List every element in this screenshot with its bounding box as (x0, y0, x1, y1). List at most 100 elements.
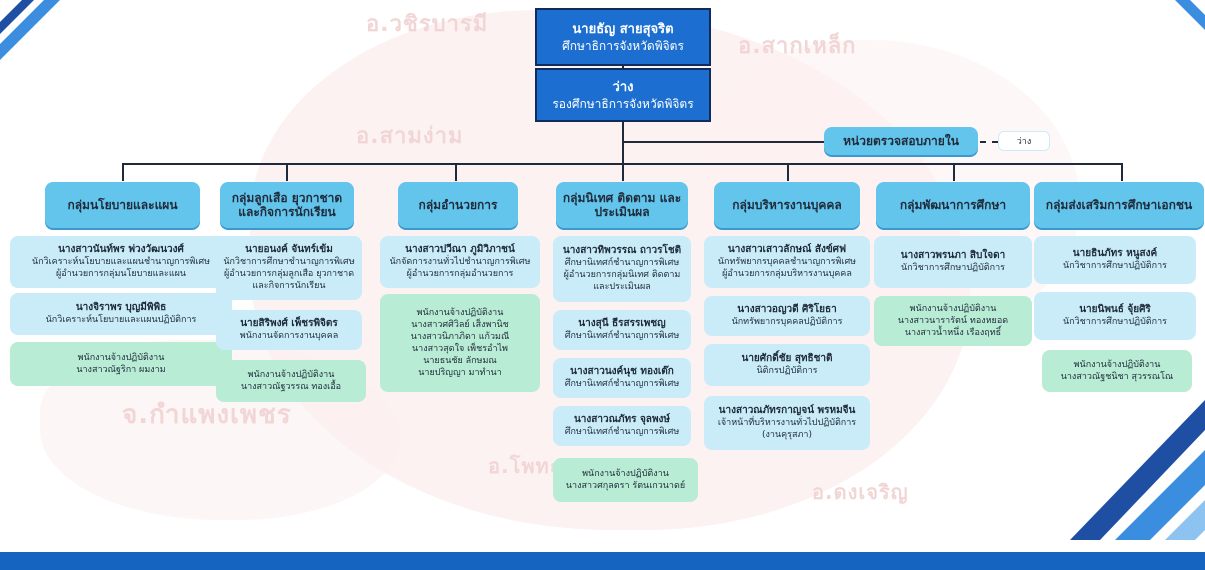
member-name: นางสาวปวีณา ภูมิวิภาชน์ (405, 244, 515, 255)
member-card: นางสาวเสาวลักษณ์ สังข์ศฟ นักทรัพยากรบุคค… (704, 236, 870, 288)
member-card: นายนิพนธ์ จุ้ยศิริ นักวิชาการศึกษาปฏิบัต… (1034, 292, 1196, 340)
contract-staff-card: พนักงานจ้างปฏิบัติงาน นางสาวนารารัตน์ ทอ… (874, 296, 1032, 346)
director-name: นายธัญ สายสุจริต (572, 21, 674, 37)
group-header-supervision: กลุ่มนิเทศ ติดตาม และประเมินผล (556, 182, 688, 228)
member-name: นางสาวณภัทรกาญจน์ พรหมจีน (718, 405, 856, 416)
connector-audit-vacant-dashed (980, 141, 998, 143)
member-name: นางสาวนันท์พร พ่วงวัฒนวงศ์ (58, 244, 184, 255)
watermark-sakalek: อ.สากเหล็ก (738, 34, 857, 59)
member-position: พนักงานจัดการงานบุคคล (239, 331, 339, 341)
group-header-label: กลุ่มนิเทศ ติดตาม และประเมินผล (562, 191, 682, 219)
member-card: นางสาวนงค์นุช ทองเต๊ก ศึกษานิเทศก์ชำนาญก… (553, 358, 691, 398)
member-card: นางสาวณภัทร จุลพงษ์ ศึกษานิเทศก์ชำนาญการ… (553, 406, 691, 446)
watermark-dongcharoen: อ.ดงเจริญ (812, 480, 909, 504)
member-position: ผู้อำนวยการกลุ่มอำนวยการ (406, 269, 514, 279)
member-name: นางสุนี ธีรสรรเพชญ (578, 318, 666, 329)
member-position: ผู้อำนวยการกลุ่มนโยบายและแผน (55, 269, 187, 279)
group-header-label: กลุ่มพัฒนาการศึกษา (899, 198, 1007, 212)
group-header-label: กลุ่มส่งเสริมการศึกษาเอกชน (1045, 198, 1193, 212)
contract-line: นางสาวนิภาภิดา แก้วมณี (410, 332, 510, 342)
contract-line: พนักงานจ้างปฏิบัติงาน (416, 308, 504, 318)
connector-audit (622, 141, 824, 143)
member-card: นางสาวทิพวรรณ ถาวรโชติ ศึกษานิเทศก์ชำนาญ… (553, 236, 691, 302)
member-card: นางสุนี ธีรสรรเพชญ ศึกษานิเทศก์ชำนาญการพ… (553, 310, 691, 350)
contract-staff-card: พนักงานจ้างปฏิบัติงาน นางสาวศกุลตรา รัตน… (553, 458, 698, 502)
contract-line: นางสาวน้ำหนึ่ง เรืองฤทธิ์ (904, 328, 1002, 338)
member-position: นิติกรปฏิบัติการ (756, 366, 818, 376)
contract-line: นางสาวณัฐชนิชา สุวรรณโณ (1060, 372, 1174, 382)
deputy-title: รองศึกษาธิการจังหวัดพิจิตร (552, 96, 694, 111)
member-position: (งานคุรุสภา) (762, 430, 812, 440)
decor-stripes-top-right (1175, 0, 1205, 30)
member-position: นักวิชาการศึกษาปฏิบัติการ (1063, 317, 1167, 327)
member-name: นางสาวเสาวลักษณ์ สังข์ศฟ (727, 244, 847, 255)
contract-line: นางสาวศศิวิลย์ เส็งพานิช (411, 320, 509, 330)
watermark-vachirabarami: อ.วชิรบารมี (366, 12, 489, 37)
contract-line: นายปริญญา มาทำนา (418, 368, 502, 378)
watermark-photale: อ.โพทะ (488, 454, 562, 478)
contract-staff-card: พนักงานจ้างปฏิบัติงาน นางสาวณัฐริกา ผมงา… (10, 342, 232, 386)
member-position: นักวิชาการศึกษาชำนาญการพิเศษ (223, 257, 355, 267)
contract-line: พนักงานจ้างปฏิบัติงาน (247, 370, 335, 380)
group-header-development: กลุ่มพัฒนาการศึกษา (876, 182, 1030, 228)
member-card: นางสาวอญวดี ศิริโยธา นักทรัพยากรบุคคลปฏิ… (704, 296, 870, 336)
contract-line: พนักงานจ้างปฏิบัติงาน (1073, 360, 1161, 370)
member-name: นายนิพนธ์ จุ้ยศิริ (1079, 304, 1151, 315)
member-position: นักวิชาการศึกษาปฏิบัติการ (1063, 261, 1167, 271)
member-position: นักทรัพยากรบุคคลปฏิบัติการ (731, 317, 843, 327)
member-position: ศึกษานิเทศก์ชำนาญการพิเศษ (564, 379, 680, 389)
member-position: นักจัดการงานทั่วไปชำนาญการพิเศษ (389, 257, 531, 267)
decor-stripes-bottom-right (1070, 400, 1205, 540)
member-card: นายสิริพงศ์ เพ็ชรพิจิตร พนักงานจัดการงาน… (216, 310, 362, 350)
connector-drop (455, 163, 457, 181)
member-name: นางสาวทิพวรรณ ถาวรโชติ (562, 245, 682, 256)
member-position: และกิจการนักเรียน (252, 281, 326, 291)
group-header-label: กลุ่มนโยบายและแผน (67, 198, 178, 212)
contract-line: นางสาวศกุลตรา รัตนเกวนาดย์ (565, 481, 686, 491)
contract-line: นางสาวนารารัตน์ ทองหยอด (897, 316, 1009, 326)
member-name: นางสาวพรนภา สิบใจดา (900, 250, 1006, 261)
contract-line: นางสาวสุดใจ เพ็ชรอำไพ (412, 344, 508, 354)
contract-staff-card: พนักงานจ้างปฏิบัติงาน นางสาวณัฐชนิชา สุว… (1042, 350, 1192, 392)
contract-staff-card: พนักงานจ้างปฏิบัติงาน นางสาวศศิวิลย์ เส็… (380, 294, 540, 392)
deputy-name: ว่าง (612, 79, 634, 95)
member-position: ผู้อำนวยการกลุ่มบริหารงานบุคคล (722, 269, 852, 279)
member-name: นายอนงค์ จันทร์เข้ม (245, 244, 333, 255)
member-position: ศึกษานิเทศก์ชำนาญการพิเศษ (564, 258, 680, 268)
member-name: นายสิริพงศ์ เพ็ชรพิจิตร (240, 318, 338, 329)
member-position: นักวิเคราะห์นโยบายและแผนปฏิบัติการ (45, 315, 197, 325)
group-header-private-education: กลุ่มส่งเสริมการศึกษาเอกชน (1034, 182, 1204, 228)
contract-line: พนักงานจ้างปฏิบัติงาน (582, 469, 669, 479)
member-card: นางสาวพรนภา สิบใจดา นักวิชาการศึกษาปฏิบั… (874, 236, 1032, 288)
contract-line: นางสาวณัฐวรรณ ทองเอื้อ (240, 382, 342, 392)
member-card: นางสาวปวีณา ภูมิวิภาชน์ นักจัดการงานทั่ว… (380, 236, 540, 288)
member-name: นางสาวอญวดี ศิริโยธา (737, 304, 837, 315)
member-card: นางสาวนันท์พร พ่วงวัฒนวงศ์ นักวิเคราะห์น… (10, 236, 232, 288)
audit-unit-label: หน่วยตรวจสอบภายใน (843, 134, 959, 148)
member-position: นักวิชาการศึกษาปฏิบัติการ (901, 263, 1005, 273)
audit-vacant-box: ว่าง (998, 131, 1050, 151)
watermark-samngam: อ.สามง่าม (356, 124, 464, 149)
group-header-label: กลุ่มลูกเสือ ยุวกาชาด และกิจการนักเรียน (231, 191, 343, 219)
member-position: เจ้าหน้าที่บริหารงานทั่วไปปฏิบัติการ (717, 418, 857, 428)
director-title: ศึกษาธิการจังหวัดพิจิตร (562, 38, 684, 53)
audit-vacant-label: ว่าง (1016, 137, 1032, 147)
member-position: นักวิเคราะห์นโยบายและแผนชำนาญการพิเศษ (31, 257, 211, 267)
deputy-box: ว่าง รองศึกษาธิการจังหวัดพิจิตร (535, 68, 711, 122)
member-name: นางสาวณภัทร จุลพงษ์ (573, 414, 671, 425)
member-card: นางจิราพร บุญมีพิพิธ นักวิเคราะห์นโยบายแ… (10, 293, 232, 335)
connector-drop (787, 163, 789, 181)
member-name: นายศักดิ์ชัย สุทธิชาติ (741, 353, 833, 364)
group-header-personnel: กลุ่มบริหารงานบุคคล (714, 182, 860, 228)
connector-drop (1121, 163, 1123, 181)
director-box: นายธัญ สายสุจริต ศึกษาธิการจังหวัดพิจิตร (535, 8, 711, 66)
connector-drop (122, 163, 124, 181)
decor-stripes-top-left (0, 0, 60, 60)
member-position: ผู้อำนวยการกลุ่มลูกเสือ ยุวกาชาด (223, 269, 355, 279)
group-header-policy: กลุ่มนโยบายและแผน (45, 182, 200, 228)
member-position: ศึกษานิเทศก์ชำนาญการพิเศษ (564, 331, 680, 341)
member-card: นายศักดิ์ชัย สุทธิชาติ นิติกรปฏิบัติการ (704, 344, 870, 386)
contract-staff-card: พนักงานจ้างปฏิบัติงาน นางสาวณัฐวรรณ ทองเ… (216, 360, 366, 402)
member-name: นางสาวนงค์นุช ทองเต๊ก (570, 366, 674, 377)
member-card: นายธินภัทร หนูสงค์ นักวิชาการศึกษาปฏิบัต… (1034, 236, 1196, 284)
